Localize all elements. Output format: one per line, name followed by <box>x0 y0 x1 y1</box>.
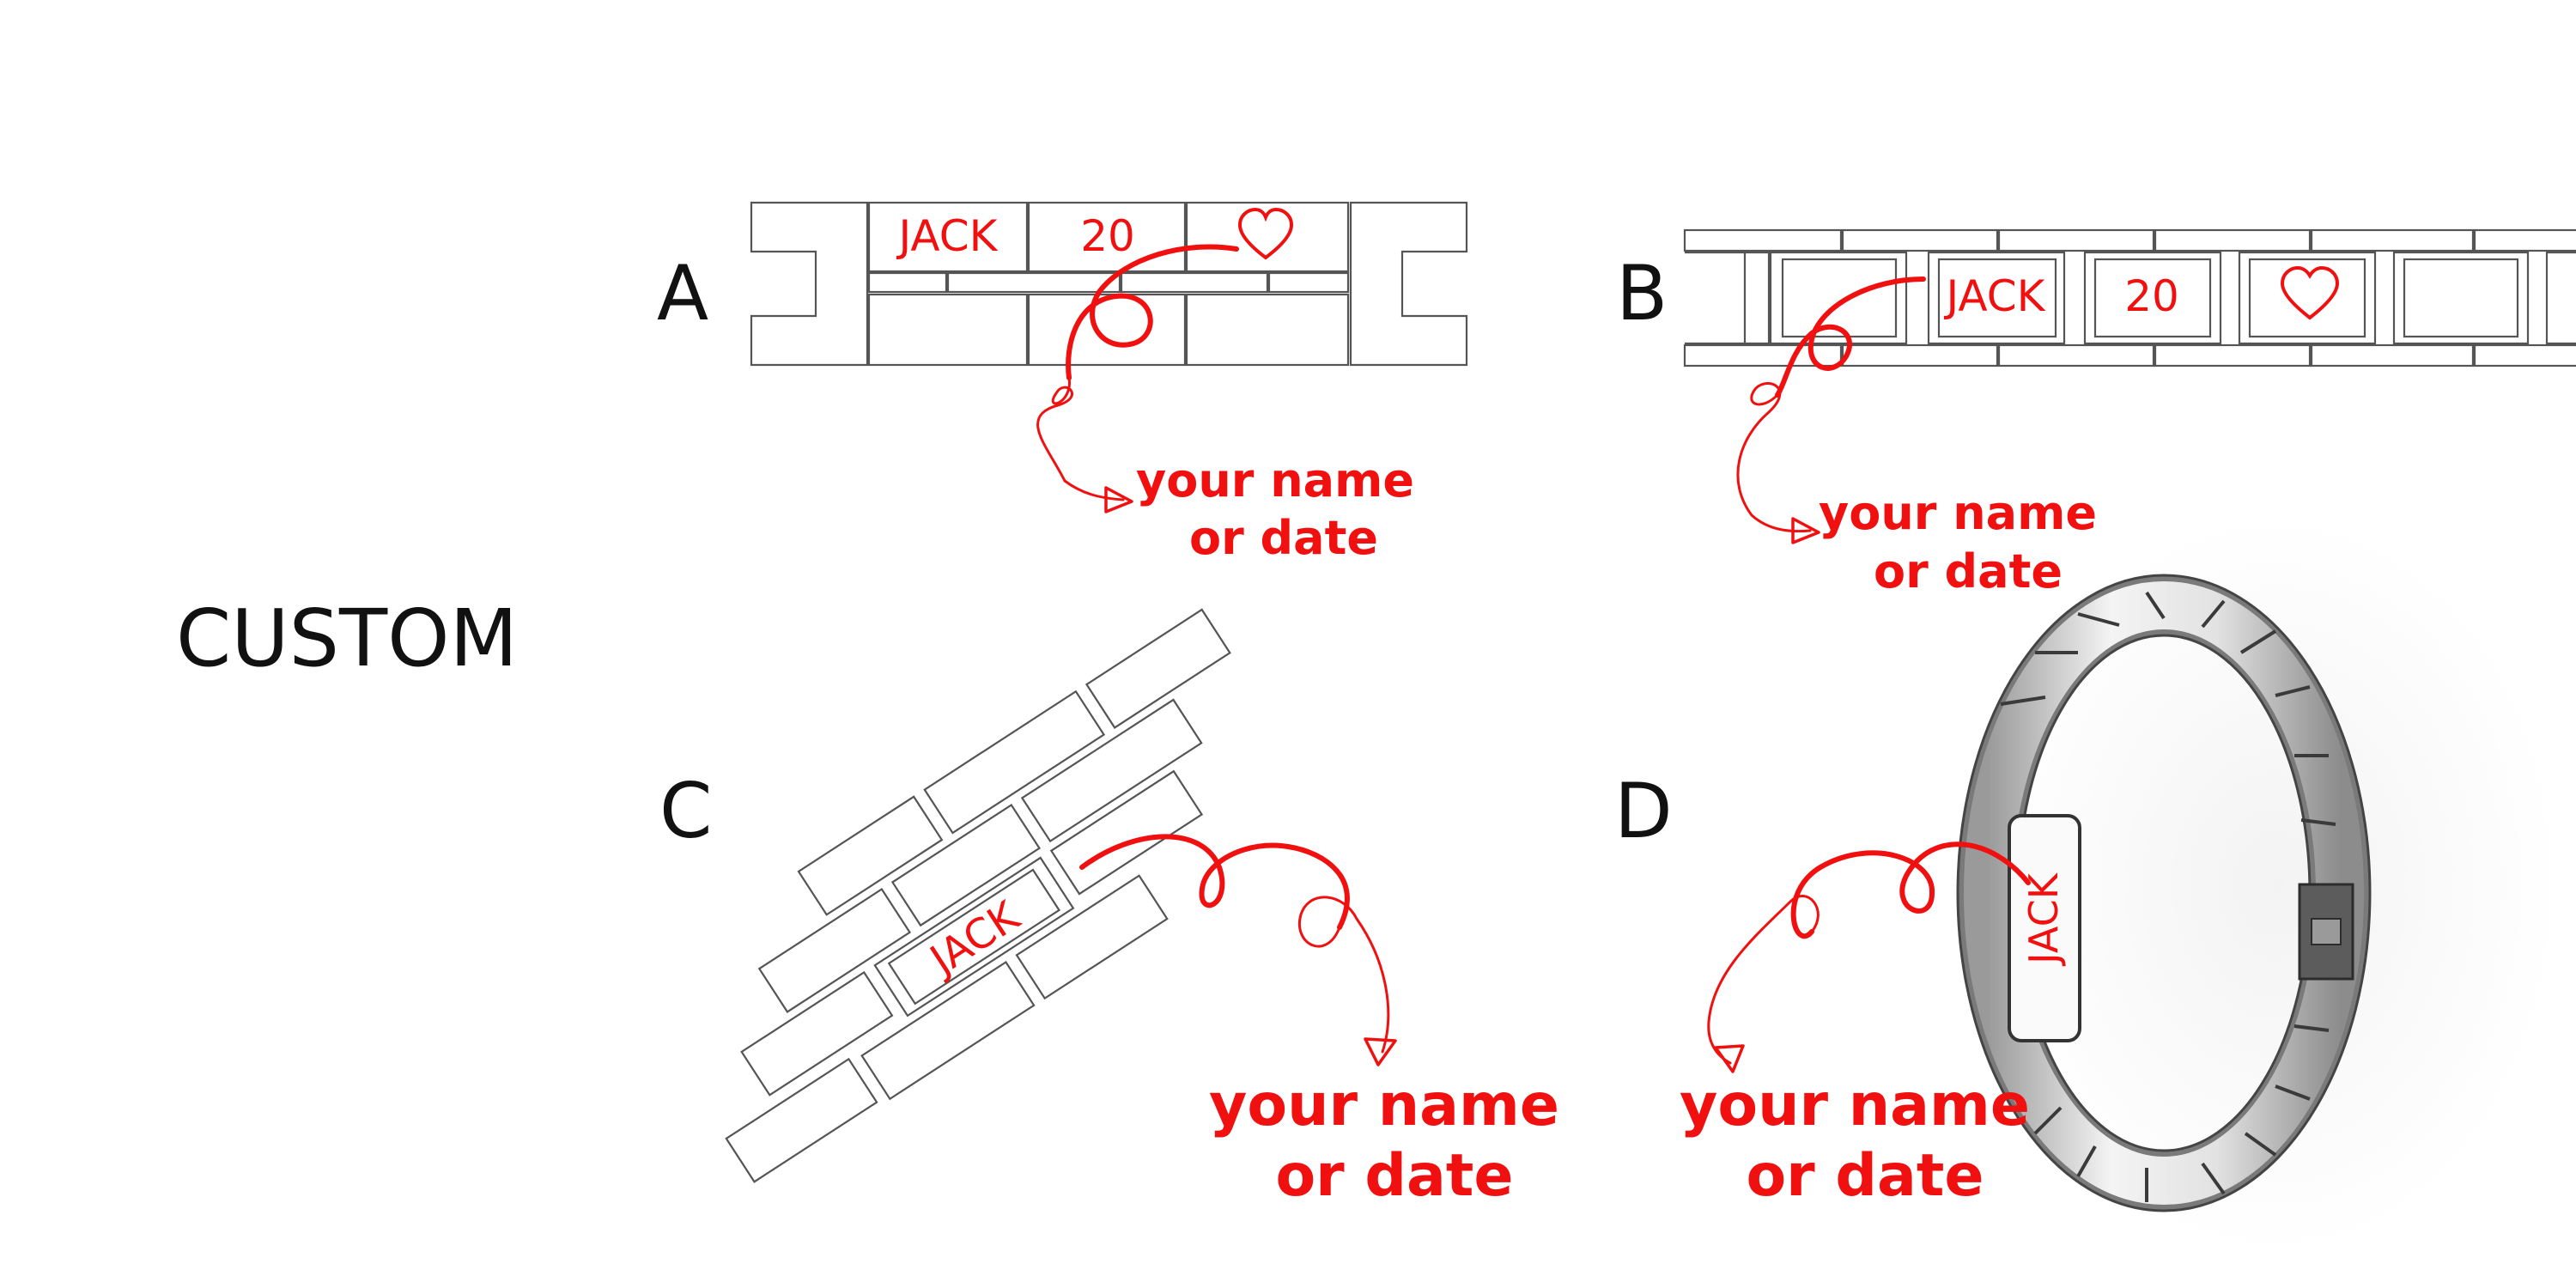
caption-b-line1: your name <box>1819 486 2097 540</box>
pointer-tail-b <box>1736 382 1812 533</box>
link-bottom-1 <box>867 293 1029 367</box>
caption-d-line2: or date <box>1746 1142 1984 1210</box>
link-bottom-2 <box>1027 293 1187 367</box>
link-c-11 <box>860 960 1036 1101</box>
variant-label-b: B <box>1616 249 1668 337</box>
clasp-hinge <box>2311 918 2342 945</box>
bracelet-c: JACK <box>725 608 1231 1183</box>
pointer-curl-a <box>1066 244 1239 380</box>
link-c-10 <box>725 1057 878 1183</box>
caption-c-line2: or date <box>1275 1142 1513 1210</box>
caption-d-line1: your name <box>1680 1072 2030 1139</box>
end-link-left-b <box>1685 251 1771 345</box>
engraving-name: JACK <box>1944 271 2046 321</box>
thin-link-top-3 <box>1997 228 2155 252</box>
thin-link-top-1 <box>1683 228 1843 252</box>
thin-link-top-5 <box>2310 228 2475 252</box>
plate-b-2-inner <box>1937 258 2057 338</box>
link-mid-1 <box>867 271 948 294</box>
link-top-1 <box>867 201 1029 273</box>
link-c-4 <box>757 888 912 1013</box>
variant-c: C JACK your name or date <box>659 608 1559 1210</box>
variant-label-a: A <box>657 249 708 337</box>
thin-link-bottom-2 <box>1841 343 1999 368</box>
thin-link-top-4 <box>2154 228 2312 252</box>
id-plate <box>2008 814 2081 1042</box>
variant-d: D <box>1614 515 2559 1254</box>
thin-link-top-6 <box>2473 228 2576 252</box>
pointer-curl-b <box>1775 276 1926 398</box>
thin-link-bottom-5 <box>2310 343 2475 368</box>
variant-label-c: C <box>659 767 712 855</box>
pointer-tail-c <box>1297 896 1390 1054</box>
arrowhead-b <box>1791 517 1820 544</box>
end-clasp-right <box>1349 201 1468 367</box>
link-c-3 <box>1084 608 1231 729</box>
product-backdrop <box>1992 515 2559 1254</box>
heart-icon <box>1237 207 1294 260</box>
bracelet-b: JACK 20 <box>1683 228 2576 368</box>
link-top-2 <box>1027 201 1187 273</box>
plate-b-3-inner <box>2093 258 2212 338</box>
link-c-1 <box>797 795 944 916</box>
heart-icon <box>2280 265 2340 320</box>
link-c-12 <box>1015 874 1169 1000</box>
pointer-tail-d <box>1707 895 1820 1065</box>
caption-a-line1: your name <box>1136 453 1414 507</box>
engraving-name: JACK <box>896 211 999 261</box>
variant-b: B JACK 20 <box>1616 228 2576 598</box>
arrowhead-a <box>1104 486 1133 513</box>
arrowhead-d <box>1714 1044 1745 1073</box>
caption-b-line2: or date <box>1874 544 2063 598</box>
thin-link-bottom-3 <box>1997 343 2155 368</box>
caption-a-line2: or date <box>1189 511 1378 565</box>
link-c-7 <box>740 970 894 1097</box>
engraving-name: JACK <box>2020 872 2067 967</box>
link-bottom-3 <box>1185 293 1350 367</box>
end-link-right-b <box>2545 251 2576 345</box>
pointer-tail-a <box>1036 376 1125 501</box>
bracelet-band-edge <box>1956 574 2372 1212</box>
thin-link-bottom-6 <box>2473 343 2576 368</box>
link-c-plate-inner <box>887 868 1060 1005</box>
link-mid-3 <box>1120 271 1269 294</box>
bracelet-photo-d: JACK <box>1956 574 2372 1212</box>
engraving-date: 20 <box>1080 211 1135 261</box>
link-c-5 <box>890 803 1042 927</box>
link-separators <box>2000 591 2336 1202</box>
pointer-curl-c <box>1079 834 1350 930</box>
variant-label-d: D <box>1614 767 1673 855</box>
link-mid-4 <box>1267 271 1350 294</box>
bracelet-a: JACK 20 <box>750 201 1468 367</box>
link-c-2 <box>923 690 1106 835</box>
pointer-curl-d <box>1790 841 2031 939</box>
thin-link-bottom-4 <box>2154 343 2312 368</box>
end-clasp-left <box>750 201 869 367</box>
page-title: CUSTOM <box>176 592 518 684</box>
thin-link-top-2 <box>1841 228 1999 252</box>
engraving-date: 20 <box>2124 271 2179 321</box>
plate-b-1-inner <box>1781 258 1898 338</box>
caption-c-line1: your name <box>1209 1072 1559 1139</box>
link-mid-2 <box>946 271 1121 294</box>
variant-a: A JACK 20 your name or date <box>657 201 1468 565</box>
link-c-6 <box>1020 698 1203 843</box>
plate-b-5-inner <box>2403 258 2519 338</box>
arrowhead-c <box>1364 1037 1397 1066</box>
